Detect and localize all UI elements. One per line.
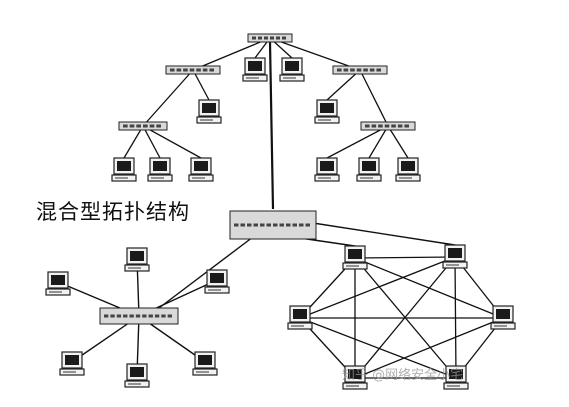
link-root-right [269, 37, 361, 71]
core-switch-icon [229, 210, 317, 240]
link-line [192, 69, 210, 101]
link-line [142, 125, 161, 159]
link-core-mesh [312, 222, 456, 246]
link-line [142, 125, 202, 159]
link-line [387, 125, 409, 159]
mesh-link [354, 317, 504, 379]
star-hub-icon [99, 307, 179, 325]
right-sub-hub-icon [360, 121, 416, 131]
link-line [326, 125, 389, 159]
link-core-star [158, 236, 254, 309]
link-line [368, 125, 389, 159]
mesh-computer-icon [490, 305, 516, 330]
star-computer-icon [204, 269, 230, 294]
tree-computer-icon [314, 157, 340, 182]
tree-computer-icon [314, 99, 340, 124]
tree-computer-icon [147, 157, 173, 182]
mesh-link [299, 256, 456, 319]
right-hub-icon [332, 65, 388, 75]
star-computer-icon [192, 351, 218, 376]
root-hub-icon [247, 33, 293, 43]
star-computer-icon [59, 351, 85, 376]
mesh-computer-icon [443, 365, 469, 390]
tree-computer-icon [188, 157, 214, 182]
mesh-computer-icon [342, 365, 368, 390]
watermark: 知乎 @网络安全小宅 [342, 368, 464, 383]
link-root-core [268, 41, 275, 210]
link-root-left [192, 37, 271, 71]
tree-computer-icon [356, 157, 382, 182]
mesh-computer-icon [287, 305, 313, 330]
star-computer-icon [124, 363, 150, 388]
link-line [123, 125, 144, 159]
left-sub-hub-icon [118, 121, 168, 131]
tree-computer-icon [111, 157, 137, 182]
star-computer-icon [124, 247, 150, 272]
link-line [326, 69, 361, 101]
diagram-title: 混合型拓扑结构 [36, 200, 190, 224]
tree-computer-icon [395, 157, 421, 182]
mesh-link [299, 317, 457, 379]
tree-computer-icon [196, 99, 222, 124]
tree-computer-icon [242, 57, 268, 82]
mesh-computer-icon [442, 244, 468, 269]
link-line [359, 69, 389, 127]
mesh-computer-icon [342, 245, 368, 270]
link-line [142, 69, 194, 127]
star-computer-icon [45, 271, 71, 296]
tree-computer-icon [279, 57, 305, 82]
left-hub-icon [165, 65, 221, 75]
mesh-link [354, 256, 456, 259]
